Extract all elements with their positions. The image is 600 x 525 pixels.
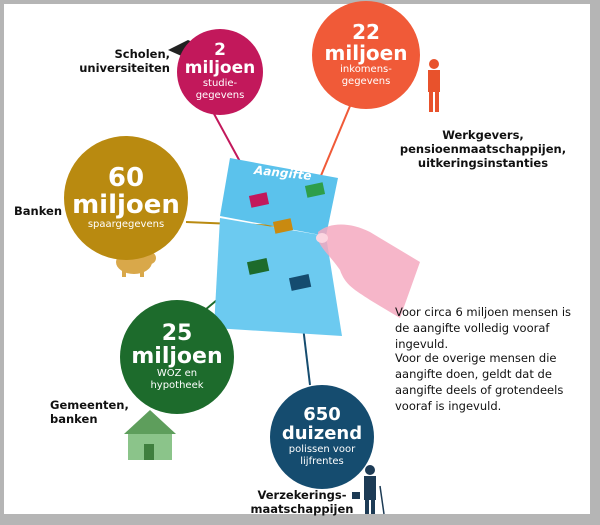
bubble-value: 22 [352, 20, 380, 44]
form-top-panel [220, 158, 338, 236]
bubble-desc: polissen voor lijfrentes [288, 443, 356, 467]
source-werkgevers: Werkgevers, pensioenmaatschappijen, uitk… [399, 128, 567, 170]
field-woz [246, 258, 270, 275]
form-bottom-panel [214, 218, 342, 336]
bubble-woz: 25 miljoen WOZ en hypotheek [120, 300, 234, 414]
worker-icon [428, 59, 440, 112]
source-gemeenten: Gemeenten, banken [50, 398, 129, 426]
source-verzekeringen: Verzekerings-maatschappijen [250, 488, 354, 516]
bubble-unit: miljoen [184, 58, 256, 78]
bubble-value: 2 [214, 40, 226, 61]
bubble-desc: spaargegevens [87, 219, 165, 231]
bubble-unit: miljoen [131, 344, 223, 369]
bubble-value: 650 [303, 404, 341, 426]
thumb [316, 233, 328, 243]
bubble-studie: 2 miljoen studie-gegevens [177, 29, 263, 115]
bubble-unit: duizend [281, 423, 363, 444]
field-inkomen [304, 182, 326, 198]
field-studie [248, 192, 270, 208]
bubble-lijfrente: 650 duizend polissen voor lijfrentes [270, 385, 374, 489]
note-volledig: Voor circa 6 miljoen mensen is de aangif… [395, 305, 572, 351]
bubble-spaar: 60 miljoen spaargegevens [64, 136, 188, 260]
bubble-desc: inkomens-gegevens [340, 64, 392, 87]
bubble-value: 60 [107, 162, 145, 193]
field-spaar [272, 218, 294, 234]
source-banken: Banken [14, 204, 63, 218]
source-scholen: Scholen, universiteiten [79, 47, 170, 75]
note-deels: Voor de overige mensen die aangifte doen… [395, 351, 564, 413]
bubble-value: 25 [161, 320, 193, 346]
field-lijfrente [288, 274, 312, 291]
house-icon [124, 410, 176, 460]
bubble-desc: studie-gegevens [195, 77, 245, 101]
bubble-desc: WOZ en hypotheek [150, 368, 204, 392]
bubble-unit: miljoen [324, 41, 408, 65]
elderly-person-icon [352, 465, 385, 515]
bubble-unit: miljoen [72, 190, 180, 220]
bubble-inkomen: 22 miljoen inkomens-gegevens [312, 1, 420, 109]
hand-illustration [318, 224, 420, 318]
